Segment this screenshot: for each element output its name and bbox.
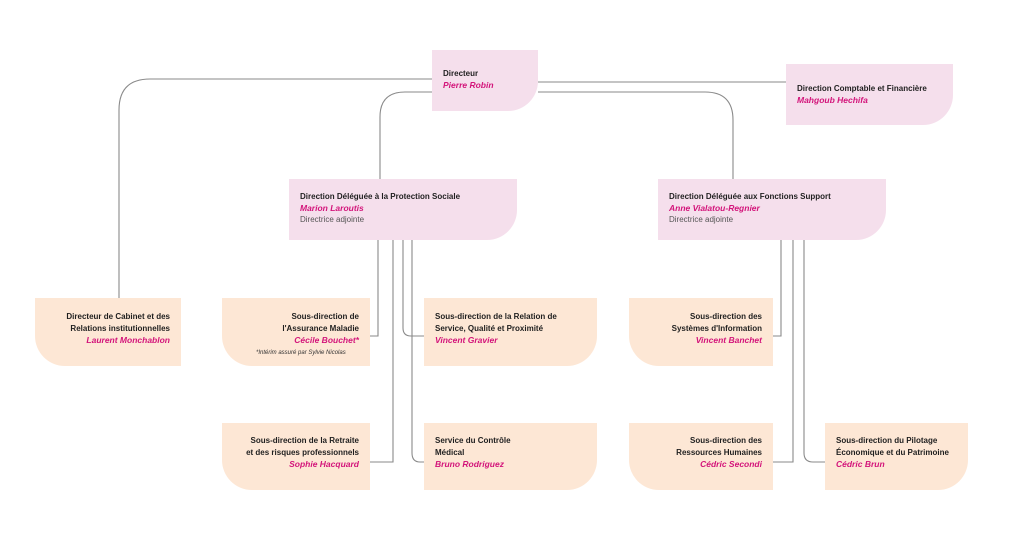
rh-box: Sous-direction des Ressources Humaines C… bbox=[629, 423, 773, 490]
dps-title: Direction Déléguée à la Protection Socia… bbox=[300, 192, 461, 201]
connector-dps-medical bbox=[411, 240, 424, 463]
dfs-name: Anne Vialatou-Regnier bbox=[669, 203, 760, 213]
dps-box: Direction Déléguée à la Protection Socia… bbox=[289, 179, 517, 240]
retraite-title-line1: Sous-direction de la Retraite bbox=[250, 436, 359, 445]
connector-dfs-rh bbox=[773, 240, 794, 463]
si-title-line2: Systèmes d'Information bbox=[671, 324, 762, 333]
dfs-box: Direction Déléguée aux Fonctions Support… bbox=[658, 179, 886, 240]
medical-box: Service du Contrôle Médical Bruno Rodrig… bbox=[424, 423, 597, 490]
dcf-title: Direction Comptable et Financière bbox=[797, 84, 927, 93]
connector-directeur-dfs bbox=[538, 91, 734, 179]
dps-name: Marion Laroutis bbox=[300, 203, 364, 213]
dcf-box: Direction Comptable et Financière Mahgou… bbox=[786, 64, 953, 125]
rsqp-name: Vincent Gravier bbox=[435, 335, 498, 345]
rh-title-line2: Ressources Humaines bbox=[676, 448, 762, 457]
dfs-title: Direction Déléguée aux Fonctions Support bbox=[669, 192, 831, 201]
connector-directeur-cabinet bbox=[118, 78, 432, 298]
am-name: Cécile Bouchet* bbox=[294, 335, 359, 345]
cabinet-name: Laurent Monchablon bbox=[86, 335, 170, 345]
si-name: Vincent Banchet bbox=[695, 335, 762, 345]
connector-dps-retraite bbox=[370, 240, 394, 463]
connector-dps-am bbox=[370, 240, 379, 337]
dps-role: Directrice adjointe bbox=[300, 215, 365, 224]
medical-name: Bruno Rodriguez bbox=[435, 459, 504, 469]
am-box: Sous-direction de l'Assurance Maladie Cé… bbox=[222, 298, 370, 366]
rh-name: Cédric Secondi bbox=[700, 459, 762, 469]
dcf-name: Mahgoub Hechifa bbox=[797, 95, 868, 105]
rh-title-line1: Sous-direction des bbox=[689, 436, 762, 445]
retraite-box: Sous-direction de la Retraite et des ris… bbox=[222, 423, 370, 490]
cabinet-title-line2: Relations institutionnelles bbox=[70, 324, 170, 333]
rsqp-box: Sous-direction de la Relation de Service… bbox=[424, 298, 597, 366]
am-title-line2: l'Assurance Maladie bbox=[282, 324, 359, 333]
rsqp-title-line1: Sous-direction de la Relation de bbox=[435, 312, 557, 321]
dfs-role: Directrice adjointe bbox=[669, 215, 734, 224]
directeur-box: Directeur Pierre Robin bbox=[432, 50, 538, 111]
pilotage-name: Cédric Brun bbox=[836, 459, 885, 469]
connector-dfs-pilotage bbox=[803, 240, 825, 463]
retraite-name: Sophie Hacquard bbox=[289, 459, 359, 469]
medical-title-line2: Médical bbox=[435, 448, 465, 457]
am-title-line1: Sous-direction de bbox=[291, 312, 359, 321]
cabinet-box: Directeur de Cabinet et des Relations in… bbox=[35, 298, 181, 366]
am-interim-note: *Intérim assuré par Sylvie Nicolas bbox=[256, 350, 346, 356]
pilotage-box: Sous-direction du Pilotage Économique et… bbox=[825, 423, 968, 490]
connector-dps-rsqp bbox=[402, 240, 424, 337]
pilotage-title-line1: Sous-direction du Pilotage bbox=[836, 436, 938, 445]
si-box: Sous-direction des Systèmes d'Informatio… bbox=[629, 298, 773, 366]
cabinet-title-line1: Directeur de Cabinet et des bbox=[66, 312, 170, 321]
directeur-title: Directeur bbox=[443, 69, 479, 78]
pilotage-title-line2: Économique et du Patrimoine bbox=[836, 448, 949, 457]
connector-dfs-si bbox=[773, 240, 782, 337]
rsqp-title-line2: Service, Qualité et Proximité bbox=[435, 324, 544, 333]
retraite-title-line2: et des risques professionnels bbox=[246, 448, 359, 457]
medical-title-line1: Service du Contrôle bbox=[435, 436, 511, 445]
directeur-name: Pierre Robin bbox=[443, 80, 494, 90]
connector-directeur-dps bbox=[379, 91, 432, 179]
si-title-line1: Sous-direction des bbox=[689, 312, 762, 321]
